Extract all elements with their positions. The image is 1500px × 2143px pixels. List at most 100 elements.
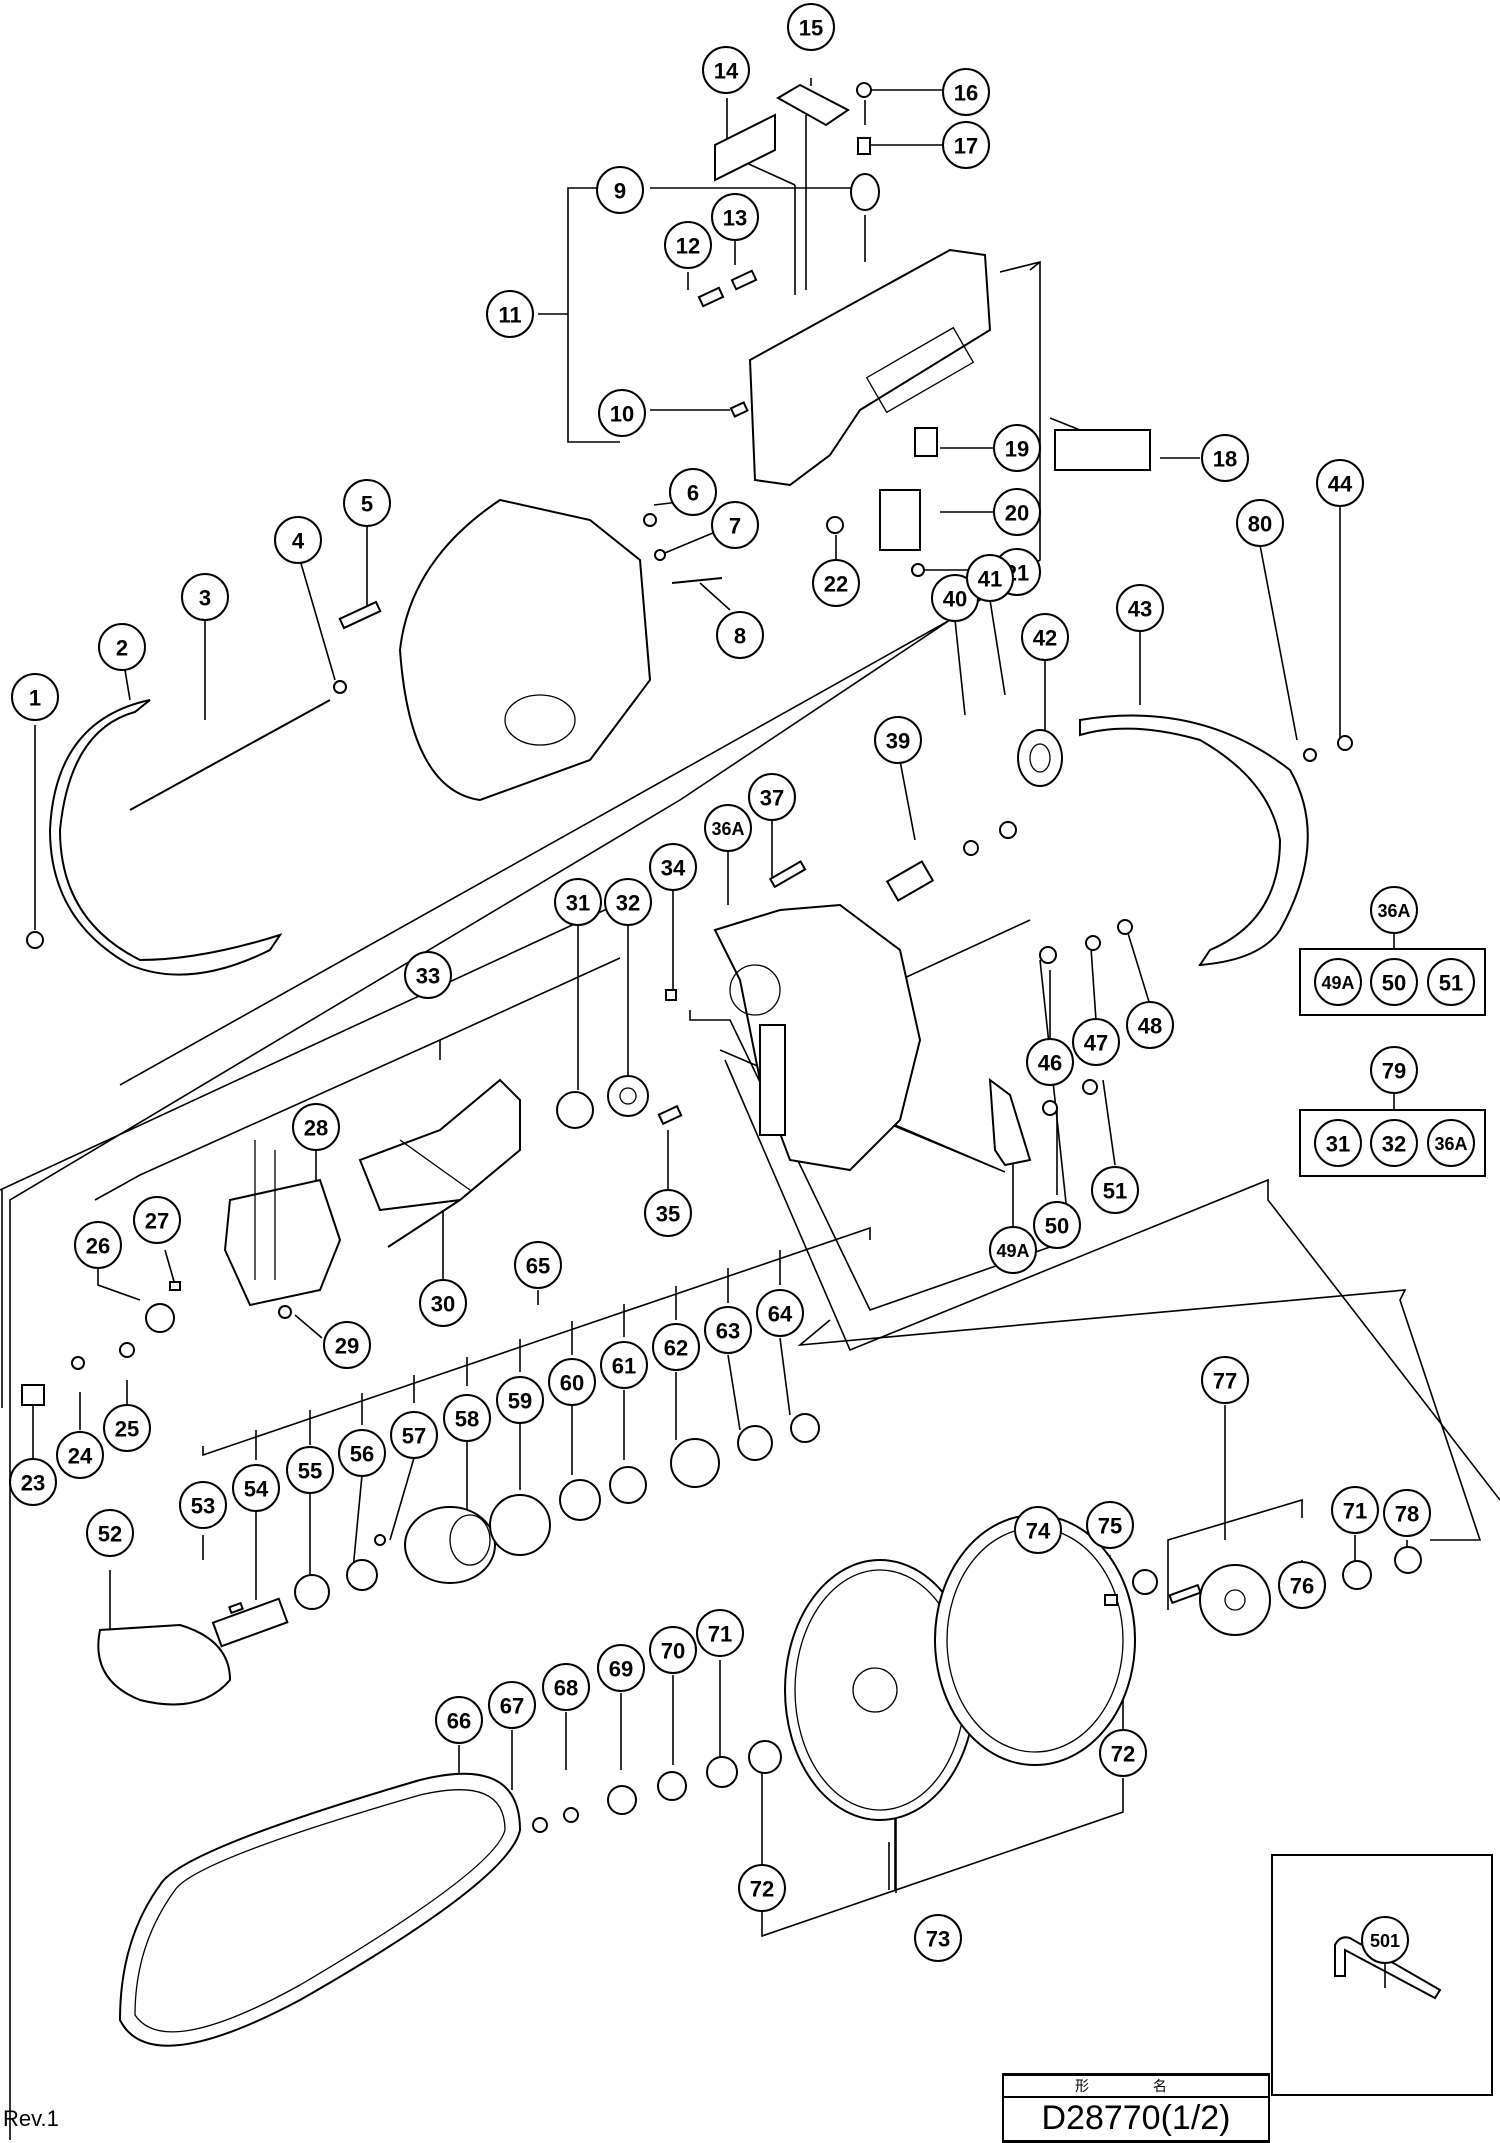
- callout-number: 50: [1382, 971, 1406, 996]
- callout-77: 77: [1201, 1356, 1249, 1404]
- callout-circle: [1021, 613, 1069, 661]
- callout-74: 74: [1014, 1506, 1062, 1554]
- callout-number: 24: [68, 1444, 93, 1469]
- part-8: [671, 577, 723, 584]
- callout-number: 55: [298, 1459, 322, 1484]
- callout-circle: [1033, 1201, 1081, 1249]
- sprocket-77: [1199, 1564, 1271, 1636]
- callout-47: 47: [1072, 1018, 1120, 1066]
- nut-64: [790, 1413, 820, 1443]
- callout-number: 32: [616, 891, 640, 916]
- callout-circle: [232, 1464, 280, 1512]
- callout-circle: [704, 1306, 752, 1354]
- callout-number: 68: [554, 1676, 578, 1701]
- callout-circle: [787, 3, 835, 51]
- callout-circle: [514, 1241, 562, 1289]
- callout-circle: [704, 804, 752, 852]
- callout-circle: [702, 46, 750, 94]
- callout-circle: [738, 1864, 786, 1912]
- bearing-72: [748, 1740, 782, 1774]
- title-block-header: 形 名: [1004, 2076, 1268, 2098]
- callout-number: 17: [954, 134, 978, 159]
- callout-number: 44: [1328, 472, 1353, 497]
- callout-19: 19: [993, 424, 1041, 472]
- callout-circle: [181, 573, 229, 621]
- callout-22: 22: [812, 559, 860, 607]
- callout-10: 10: [598, 389, 646, 437]
- callout-number: 63: [716, 1319, 740, 1344]
- rod-3: [129, 699, 331, 811]
- callout-number: 23: [21, 1471, 45, 1496]
- shaft-77: [1168, 1583, 1202, 1605]
- seal-56: [346, 1559, 378, 1591]
- callout-circle: [56, 1431, 104, 1479]
- washer-4: [333, 680, 347, 694]
- callout-number: 7: [729, 514, 741, 539]
- callout-54: 54: [232, 1464, 280, 1512]
- callout-circle: [1072, 1018, 1120, 1066]
- callout-number: 42: [1033, 626, 1057, 651]
- callout-49a: 49A: [989, 1226, 1037, 1274]
- part-78: [1394, 1546, 1422, 1574]
- callout-71: 71: [1331, 1486, 1379, 1534]
- callout-11: 11: [486, 290, 534, 338]
- screw-5: [338, 600, 382, 630]
- callout-36a: 36A: [1427, 1119, 1475, 1167]
- callout-72: 72: [1099, 1729, 1147, 1777]
- callout-circle: [1383, 1489, 1431, 1537]
- callout-circle: [914, 1914, 962, 1962]
- callout-circle: [390, 1411, 438, 1459]
- callout-9: 9: [596, 166, 644, 214]
- bearing-26: [145, 1303, 175, 1333]
- callout-58: 58: [443, 1394, 491, 1442]
- bearing-72b: [1132, 1569, 1158, 1595]
- callout-circle: [542, 1663, 590, 1711]
- callout-circle: [1427, 958, 1475, 1006]
- callout-circle: [596, 166, 644, 214]
- washer-40: [963, 840, 979, 856]
- callout-circle: [604, 878, 652, 926]
- callout-number: 51: [1439, 971, 1463, 996]
- cap-16: [856, 82, 872, 98]
- callout-73: 73: [914, 1914, 962, 1962]
- callout-number: 16: [954, 81, 978, 106]
- washer-41: [999, 821, 1017, 839]
- callout-circle: [942, 121, 990, 169]
- callout-circle: [1091, 1166, 1139, 1214]
- rear-wheel-housing: [398, 498, 652, 802]
- callout-number: 60: [560, 1371, 584, 1396]
- callout-circle: [696, 1609, 744, 1657]
- callout-number: 69: [609, 1657, 633, 1682]
- callout-number: 501: [1370, 1931, 1400, 1951]
- callout-number: 4: [292, 529, 305, 554]
- callout-circle: [1116, 584, 1164, 632]
- bearing-32: [607, 1075, 649, 1117]
- callout-75: 75: [1086, 1501, 1134, 1549]
- callout-circle: [9, 1458, 57, 1506]
- callout-circle: [419, 1279, 467, 1327]
- callout-circle: [756, 1289, 804, 1337]
- callout-57: 57: [390, 1411, 438, 1459]
- callout-29: 29: [323, 1321, 371, 1369]
- callout-33: 33: [404, 951, 452, 999]
- callout-51: 51: [1091, 1166, 1139, 1214]
- callout-circle: [1370, 886, 1418, 934]
- callout-circle: [711, 193, 759, 241]
- callout-64: 64: [756, 1289, 804, 1337]
- callout-30: 30: [419, 1279, 467, 1327]
- callout-24: 24: [56, 1431, 104, 1479]
- callout-53: 53: [179, 1481, 227, 1529]
- callout-circle: [597, 1644, 645, 1692]
- screw-44: [1337, 735, 1353, 751]
- screw-13: [730, 269, 758, 291]
- callout-number: 36A: [1434, 1134, 1467, 1154]
- screw-21: [911, 563, 925, 577]
- callout-17: 17: [942, 121, 990, 169]
- callout-number: 9: [614, 179, 626, 204]
- callout-23: 23: [9, 1458, 57, 1506]
- callout-36a: 36A: [704, 804, 752, 852]
- callout-number: 36A: [1377, 901, 1410, 921]
- washer-71b: [1342, 1560, 1372, 1590]
- part-10: [729, 401, 749, 418]
- o-ring-59: [489, 1494, 551, 1556]
